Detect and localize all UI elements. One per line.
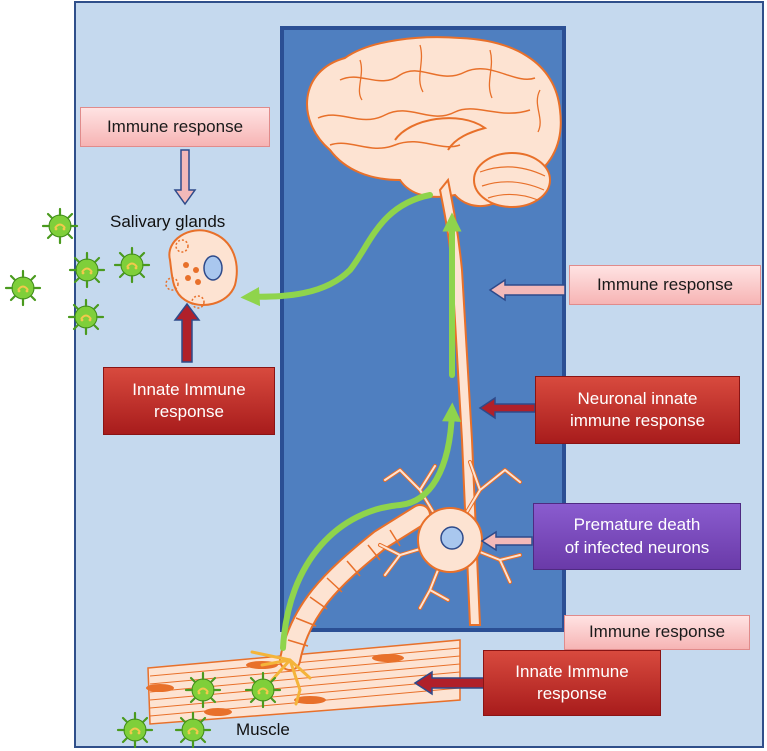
salivary-glands-label: Salivary glands (110, 212, 225, 232)
muscle-label: Muscle (236, 720, 290, 740)
innate-immune-box-bottom: Innate Immune response (483, 650, 661, 716)
neuronal-innate-box: Neuronal innate immune response (535, 376, 740, 444)
innate-immune-box-left: Innate Immune response (103, 367, 275, 435)
immune-response-box-right: Immune response (569, 265, 761, 305)
immune-response-box-bottom: Immune response (564, 615, 750, 650)
premature-death-box: Premature death of infected neurons (533, 503, 741, 570)
immune-response-box-left: Immune response (80, 107, 270, 147)
